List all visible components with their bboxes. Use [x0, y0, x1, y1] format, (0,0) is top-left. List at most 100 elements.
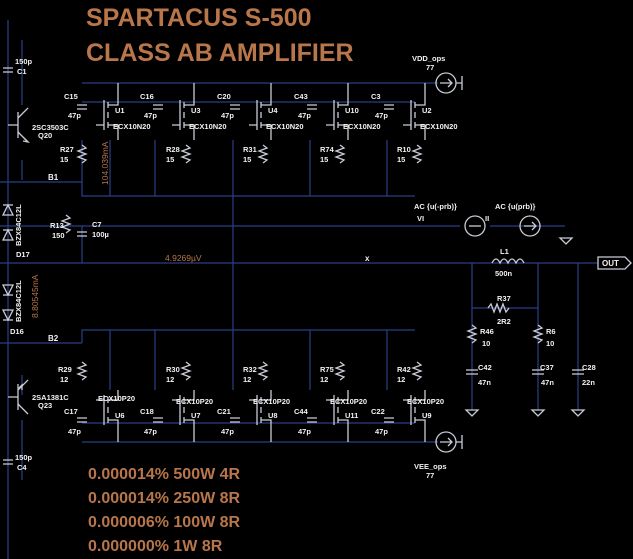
r37-value: 2R2 — [497, 317, 511, 326]
ac-probe-vi[interactable] — [464, 215, 486, 237]
resistor-ref: R29 — [58, 365, 72, 374]
transistor-q20-symbol — [8, 107, 30, 144]
c42-ref: C42 — [478, 363, 492, 372]
resistor-ref: R30 — [166, 365, 180, 374]
r37-ref: R37 — [497, 294, 511, 303]
vee-source[interactable] — [435, 431, 463, 453]
c4-ref: C4 — [17, 463, 27, 472]
c28-ref: C28 — [582, 363, 596, 372]
mosfet-symbol — [172, 390, 195, 442]
r6-value: 10 — [546, 339, 554, 348]
cap-ref: C44 — [294, 407, 309, 416]
ground-symbols — [464, 237, 586, 417]
c28-value: 22n — [582, 378, 595, 387]
vdd-source-value: 77 — [426, 63, 434, 72]
vdd-source[interactable] — [435, 72, 463, 94]
cap-ref: C43 — [294, 92, 308, 101]
capacitor-symbol — [307, 104, 317, 110]
net-label-out[interactable]: OUT — [602, 259, 619, 268]
vee-source-name: VEE_ops — [414, 462, 447, 471]
q23-part: 2SA1381C — [32, 393, 69, 402]
c37-ref: C37 — [540, 363, 554, 372]
c7-ref: C7 — [92, 220, 102, 229]
out-port-flag[interactable] — [597, 256, 632, 270]
l1-ref: L1 — [500, 247, 509, 256]
resistor-symbol — [257, 361, 269, 381]
mosfet-symbol — [326, 390, 349, 442]
capacitor-symbol — [384, 104, 394, 110]
cap-value: 47p — [298, 427, 311, 436]
mosfet-part: ECX10P20 — [253, 397, 290, 406]
capacitor-symbol — [153, 417, 163, 423]
mosfet-ref: U2 — [422, 106, 432, 115]
mosfet-part: ECX10N20 — [420, 122, 458, 131]
capacitor-c7-symbol — [77, 231, 87, 237]
mosfet-ref: U9 — [422, 411, 432, 420]
resistor-symbol — [257, 144, 269, 164]
mosfet-part: ECX10P20 — [98, 394, 135, 403]
resistor-ref: R74 — [320, 145, 335, 154]
resistor-symbol — [180, 361, 192, 381]
l1-value: 500n — [495, 269, 513, 278]
resistor-symbol — [180, 144, 192, 164]
capacitor-c37-symbol — [532, 369, 544, 375]
mosfet-symbol — [172, 83, 195, 140]
cap-ref: C3 — [371, 92, 381, 101]
resistor-ref: R42 — [397, 365, 411, 374]
cap-value: 47p — [144, 427, 157, 436]
resistor-symbol — [76, 361, 88, 381]
mosfet-symbol — [249, 83, 272, 140]
mosfet-symbol — [326, 83, 349, 140]
c4-value: 150p — [15, 453, 33, 462]
ac-probe-vi-inner: VI — [417, 214, 424, 223]
net-label-b2: B2 — [48, 334, 59, 343]
zener-d16-symbol — [1, 284, 15, 322]
mosfet-part: ECX10N20 — [343, 122, 381, 131]
mosfet-symbol — [96, 390, 119, 442]
transistor-q23-symbol — [8, 379, 29, 415]
q23-ref: Q23 — [38, 401, 52, 410]
c42-value: 47n — [478, 378, 491, 387]
resistor-value: 12 — [397, 375, 405, 384]
ac-probe-ii[interactable] — [519, 215, 541, 237]
mosfet-part: ECX10P20 — [330, 397, 367, 406]
spec-list: 0.000014% 500W 4R 0.000014% 250W 8R 0.00… — [88, 466, 241, 555]
capacitor-symbol — [77, 104, 87, 110]
capacitor-symbol — [230, 104, 240, 110]
ac-probe-ii-name: AC {u(prb)} — [495, 202, 535, 211]
bottom-output-stage: C1747pU6ECX10P20R2912C1847pU7ECX10P20R30… — [58, 361, 444, 442]
r46-value: 10 — [482, 339, 490, 348]
cap-value: 47p — [144, 111, 157, 120]
r46-ref: R46 — [480, 327, 494, 336]
resistor-ref: R75 — [320, 365, 334, 374]
measurement-node-voltage: 4.9269µV — [165, 253, 202, 263]
measurement-current-bias: 8.80545mA — [30, 274, 40, 318]
spec-line: 0.000014% 500W 4R — [88, 466, 241, 483]
cap-value: 47p — [221, 427, 234, 436]
wire-zobel — [471, 263, 579, 410]
cap-ref: C18 — [140, 407, 154, 416]
measurement-current-top: 104.039mA — [100, 141, 110, 185]
cap-value: 47p — [298, 111, 311, 120]
wires — [0, 20, 598, 559]
title-line2: CLASS AB AMPLIFIER — [86, 39, 354, 67]
resistor-r37-symbol — [487, 302, 510, 314]
resistor-ref: R32 — [243, 365, 257, 374]
cap-ref: C20 — [217, 92, 231, 101]
c1-value: 150p — [15, 57, 33, 66]
q20-ref: Q20 — [38, 131, 52, 140]
inductor-l1-symbol — [491, 258, 525, 265]
resistor-value: 12 — [320, 375, 328, 384]
zener-d17-symbol — [1, 203, 15, 241]
spec-line: 0.000006% 100W 8R — [88, 514, 241, 531]
resistor-value: 12 — [60, 375, 68, 384]
cap-ref: C15 — [64, 92, 78, 101]
resistor-ref: R27 — [60, 145, 74, 154]
resistor-symbol — [76, 144, 88, 164]
mosfet-symbol — [403, 390, 426, 442]
